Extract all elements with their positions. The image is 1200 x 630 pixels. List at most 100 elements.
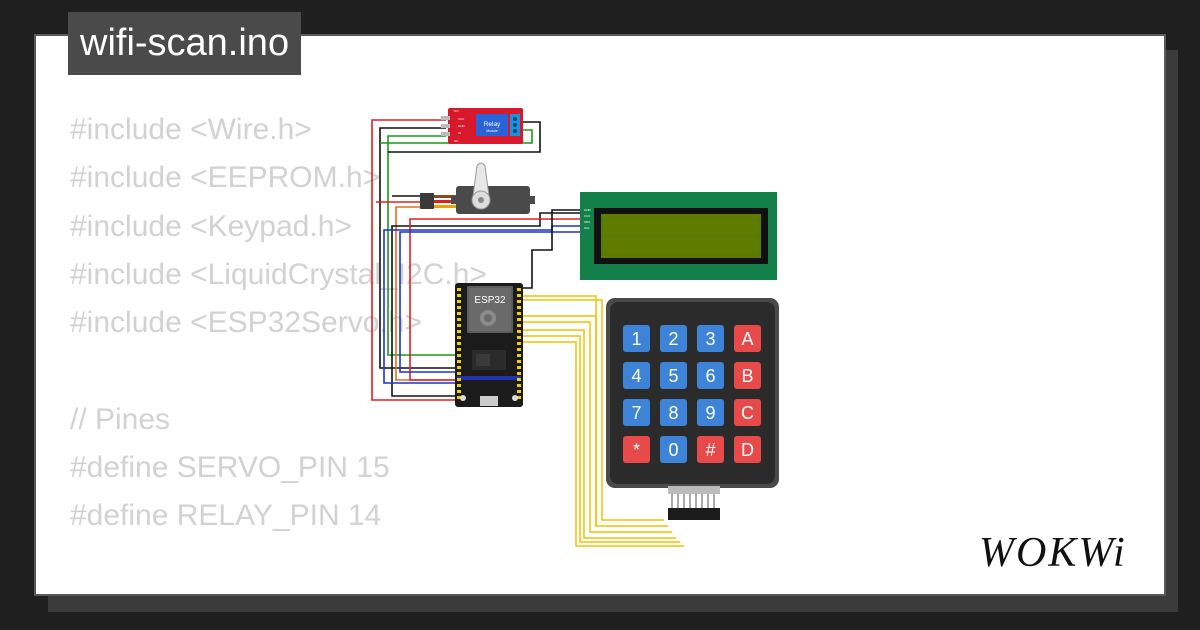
esp32-pin[interactable] <box>457 390 461 393</box>
wokwi-logo: WOKWi <box>979 530 1127 576</box>
esp32-pin[interactable] <box>457 312 461 315</box>
lcd-pin-sda: SDA <box>584 220 590 224</box>
key-9[interactable]: 9 <box>697 399 724 426</box>
esp32-pin[interactable] <box>517 336 521 339</box>
esp32-pin[interactable] <box>457 330 461 333</box>
key-3[interactable]: 3 <box>697 325 724 352</box>
esp32-pin[interactable] <box>517 372 521 375</box>
esp32-pin[interactable] <box>517 360 521 363</box>
esp32-pin[interactable] <box>517 318 521 321</box>
key-C[interactable]: C <box>734 399 761 426</box>
esp32-pin[interactable] <box>457 348 461 351</box>
lcd-character-cells <box>604 217 758 254</box>
esp32-pin[interactable] <box>517 330 521 333</box>
esp32-pin[interactable] <box>457 372 461 375</box>
key-label: 2 <box>668 329 678 349</box>
key-label: 1 <box>631 329 641 349</box>
servo-motor[interactable] <box>420 162 535 214</box>
keypad-header-pin <box>689 494 691 510</box>
keypad-header-pin <box>701 494 703 510</box>
esp32-label: ESP32 <box>474 295 506 306</box>
esp32-pin[interactable] <box>457 360 461 363</box>
relay-terminal-nc: NC <box>454 139 459 143</box>
esp32-pin[interactable] <box>517 354 521 357</box>
esp32-pin[interactable] <box>517 288 521 291</box>
relay-pin-gnd: GND <box>458 124 466 128</box>
key-#[interactable]: # <box>697 436 724 463</box>
esp32-pin[interactable] <box>517 312 521 315</box>
key-*[interactable]: * <box>623 436 650 463</box>
key-8[interactable]: 8 <box>660 399 687 426</box>
key-4[interactable]: 4 <box>623 362 650 389</box>
esp32-pin[interactable] <box>457 318 461 321</box>
code-snippet: #include <Wire.h>#include <EEPROM.h>#inc… <box>70 106 487 594</box>
code-line: // Pines <box>70 402 171 436</box>
esp32-pin[interactable] <box>457 354 461 357</box>
esp32-pin[interactable] <box>517 396 521 399</box>
esp32-pin[interactable] <box>517 324 521 327</box>
key-label: 6 <box>705 366 715 386</box>
esp32-pin[interactable] <box>457 306 461 309</box>
preview-card: #include <Wire.h>#include <EEPROM.h>#inc… <box>34 34 1166 596</box>
key-1[interactable]: 1 <box>623 325 650 352</box>
esp32-pin[interactable] <box>517 378 521 381</box>
esp32-pin[interactable] <box>517 390 521 393</box>
keypad-header-pin <box>695 494 697 510</box>
key-7[interactable]: 7 <box>623 399 650 426</box>
esp32-pin[interactable] <box>517 306 521 309</box>
keypad-header-pin <box>707 494 709 510</box>
relay-pin-in: IN <box>458 131 461 135</box>
key-label: 0 <box>668 440 678 460</box>
keypad-wires <box>520 295 684 547</box>
esp32-pin[interactable] <box>457 366 461 369</box>
lcd-pin-vcc: VCC <box>584 214 591 218</box>
esp32-pin[interactable] <box>517 294 521 297</box>
key-label: A <box>741 329 753 349</box>
wires <box>371 119 588 401</box>
key-6[interactable]: 6 <box>697 362 724 389</box>
esp32-board[interactable]: ESP32 <box>455 283 523 407</box>
relay-pin-vcc: VCC <box>458 117 465 121</box>
brand-text: WOKWi <box>979 530 1127 576</box>
esp32-pin[interactable] <box>517 348 521 351</box>
esp32-pin[interactable] <box>457 294 461 297</box>
relay-module[interactable]: Relay Module VCC GND IN NO NC <box>441 108 523 144</box>
lcd-display[interactable]: GND VCC SDA SCL <box>580 192 777 280</box>
key-label: 5 <box>668 366 678 386</box>
esp32-pin[interactable] <box>457 288 461 291</box>
esp32-pin[interactable] <box>457 378 461 381</box>
esp32-pin[interactable] <box>517 300 521 303</box>
key-B[interactable]: B <box>734 362 761 389</box>
code-line: #include <EEPROM.h> <box>70 161 381 195</box>
esp32-pin[interactable] <box>457 300 461 303</box>
code-line: #include <Keypad.h> <box>70 209 352 243</box>
esp32-pin[interactable] <box>457 342 461 345</box>
key-5[interactable]: 5 <box>660 362 687 389</box>
project-title: wifi-scan.ino <box>68 12 302 75</box>
key-label: B <box>741 366 753 386</box>
keypad-header-pin <box>713 494 715 510</box>
esp32-pin[interactable] <box>517 384 521 387</box>
relay-sublabel: Module <box>486 129 498 133</box>
esp32-pin[interactable] <box>457 336 461 339</box>
key-label: 7 <box>631 403 641 423</box>
code-line: #define SERVO_PIN 15 <box>70 451 390 485</box>
esp32-pins-left <box>457 288 461 399</box>
esp32-pin[interactable] <box>457 384 461 387</box>
esp32-pin[interactable] <box>517 366 521 369</box>
esp32-pin[interactable] <box>457 396 461 399</box>
key-2[interactable]: 2 <box>660 325 687 352</box>
esp32-pins-right <box>517 288 521 399</box>
esp32-pin[interactable] <box>517 342 521 345</box>
esp32-pin[interactable] <box>457 324 461 327</box>
key-label: * <box>633 440 640 460</box>
relay-label: Relay <box>484 121 501 128</box>
key-0[interactable]: 0 <box>660 436 687 463</box>
key-label: C <box>741 403 754 423</box>
key-A[interactable]: A <box>734 325 761 352</box>
key-D[interactable]: D <box>734 436 761 463</box>
key-label: 8 <box>668 403 678 423</box>
